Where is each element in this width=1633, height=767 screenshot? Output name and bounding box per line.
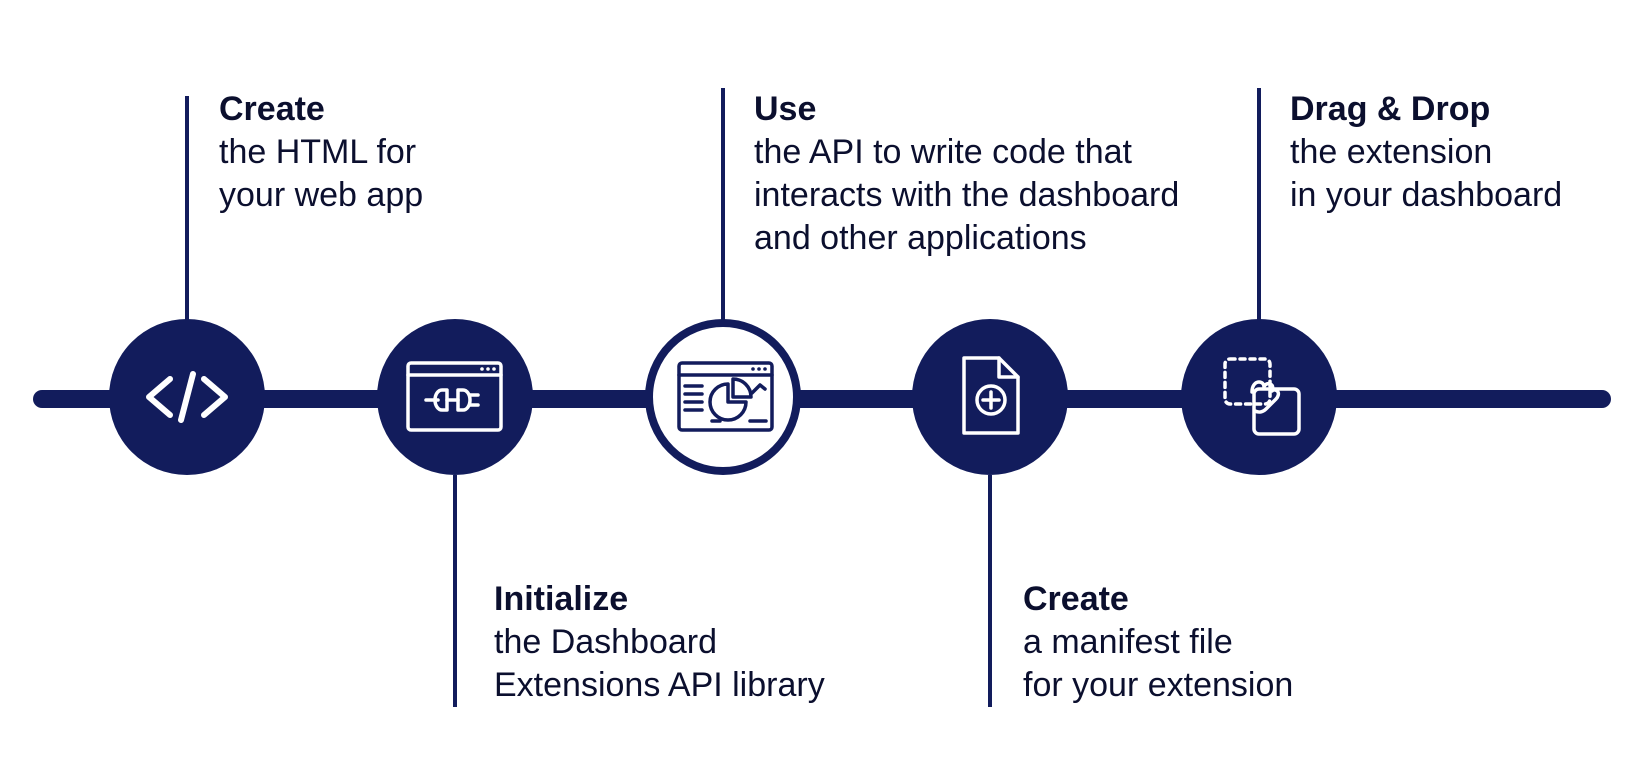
step-5-title: Drag & Drop <box>1290 90 1491 128</box>
step-3-title: Use <box>754 90 817 128</box>
step-2-line-2: Extensions API library <box>494 666 825 704</box>
step-3-line-1: the API to write code that <box>754 133 1133 171</box>
step-2-label: Initialize the Dashboard Extensions API … <box>494 578 825 707</box>
step-3-label: Use the API to write code that interacts… <box>754 88 1179 260</box>
code-icon <box>146 371 228 423</box>
add-file-icon <box>962 356 1020 435</box>
step-3-node <box>645 319 801 475</box>
step-4-line-2: for your extension <box>1023 666 1294 704</box>
dashboard-chart-icon <box>677 361 774 432</box>
step-5-node <box>1181 319 1337 475</box>
step-3-line-3: and other applications <box>754 219 1087 257</box>
step-5-label: Drag & Drop the extension in your dashbo… <box>1290 88 1562 217</box>
step-5-line-1: the extension <box>1290 133 1493 171</box>
step-4-title: Create <box>1023 580 1129 618</box>
step-2-line-1: the Dashboard <box>494 623 718 661</box>
step-1-title: Create <box>219 90 325 128</box>
step-4-line-1: a manifest file <box>1023 623 1233 661</box>
step-2-title: Initialize <box>494 580 629 618</box>
step-4-label: Create a manifest file for your extensio… <box>1023 578 1293 707</box>
step-1-label: Create the HTML for your web app <box>219 88 423 217</box>
step-2-node <box>377 319 533 475</box>
step-1-line-2: your web app <box>219 176 424 214</box>
drag-drop-icon <box>1223 357 1301 436</box>
step-1-node <box>109 319 265 475</box>
step-5-line-2: in your dashboard <box>1290 176 1563 214</box>
step-1-line-1: the HTML for <box>219 133 417 171</box>
plug-browser-icon <box>406 361 503 432</box>
step-3-line-2: interacts with the dashboard <box>754 176 1180 214</box>
step-4-node <box>912 319 1068 475</box>
